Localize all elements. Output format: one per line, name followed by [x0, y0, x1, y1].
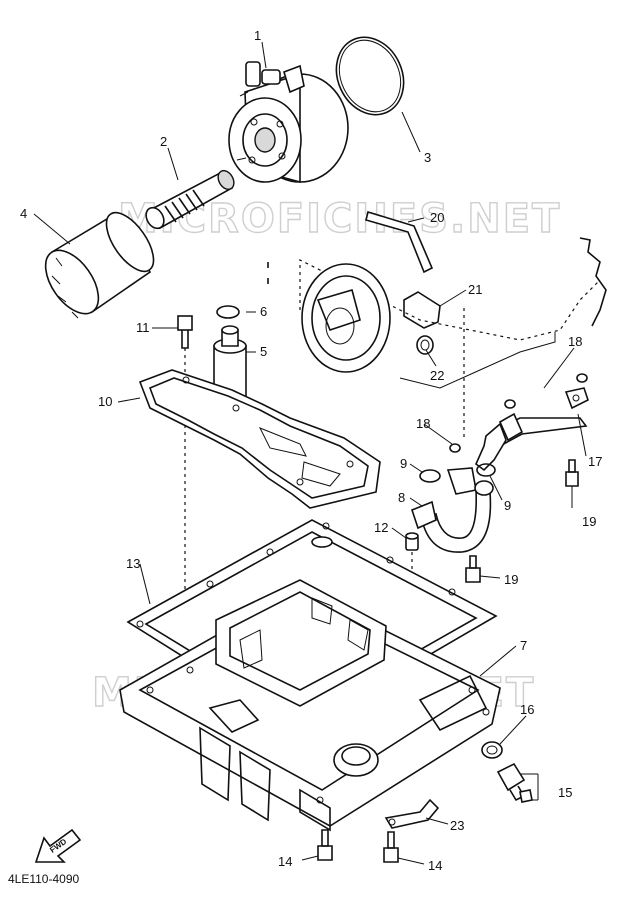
part-oil-cooler [228, 61, 349, 184]
part-o-ring-large [335, 36, 405, 116]
callout-9a: 9 [400, 456, 407, 471]
part-oil-pipe-8 [411, 467, 494, 553]
callout-12: 12 [374, 520, 388, 535]
callout-9b: 9 [504, 498, 511, 513]
part-o-ring-9a [419, 469, 441, 483]
part-bolt-14a [317, 829, 333, 861]
part-o-ring-18a [449, 443, 461, 453]
callout-20: 20 [430, 210, 444, 225]
part-bolt-19a [565, 459, 579, 487]
callout-4: 4 [20, 206, 27, 221]
part-ring-22 [416, 335, 434, 355]
part-bolt-14b [383, 831, 399, 863]
part-bolt-11 [177, 315, 193, 349]
part-o-ring-9b [476, 463, 496, 477]
callout-19a: 19 [582, 514, 596, 529]
part-dowel-12 [405, 532, 419, 551]
diagram-code: 4LE110-4090 [8, 872, 80, 886]
part-gasket-10 [138, 369, 381, 509]
callout-10: 10 [98, 394, 112, 409]
callout-22: 22 [430, 368, 444, 383]
callout-17: 17 [588, 454, 602, 469]
callout-6: 6 [260, 304, 267, 319]
callout-7: 7 [520, 638, 527, 653]
fwd-arrow-icon: FWD [34, 828, 82, 863]
callout-14b: 14 [428, 858, 442, 873]
part-drain-gasket-16 [481, 741, 503, 759]
callout-8: 8 [398, 490, 405, 505]
callout-11: 11 [136, 320, 150, 335]
part-oil-pipe-17 [475, 387, 589, 472]
part-oil-filter [44, 211, 155, 319]
callout-14a: 14 [278, 854, 292, 869]
part-o-ring-18b [504, 399, 516, 409]
part-grommet [403, 291, 441, 329]
callout-18b: 18 [416, 416, 430, 431]
callout-13: 13 [126, 556, 140, 571]
part-oil-pan-7 [119, 579, 501, 832]
part-bolt-19b [465, 555, 481, 583]
part-dipstick [365, 210, 434, 274]
callout-18a: 18 [568, 334, 582, 349]
part-union-bolt [145, 169, 235, 230]
callout-21: 21 [468, 282, 482, 297]
callout-15: 15 [558, 785, 572, 800]
part-bracket-23 [384, 798, 440, 829]
leader-lines [33, 41, 587, 865]
callout-1: 1 [254, 28, 261, 43]
callout-19b: 19 [504, 572, 518, 587]
callout-2: 2 [160, 134, 167, 149]
part-strainer-housing [301, 263, 391, 373]
callout-23: 23 [450, 818, 464, 833]
part-o-ring-6 [216, 305, 240, 319]
callout-5: 5 [260, 344, 267, 359]
part-drain-bolt-15 [496, 762, 533, 803]
callout-16: 16 [520, 702, 534, 717]
callout-3: 3 [424, 150, 431, 165]
